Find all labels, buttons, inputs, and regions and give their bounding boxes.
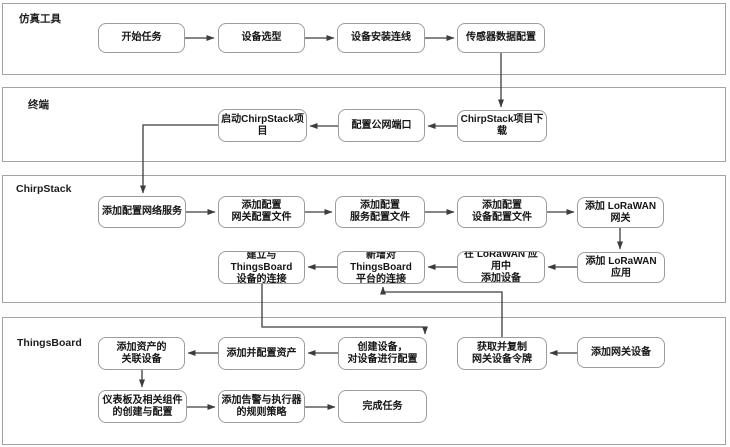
node-start-task: 开始任务 xyxy=(98,23,185,53)
node-add-lorawan-gateway: 添加 LoRaWAN 网关 xyxy=(577,197,664,228)
node-add-network-service: 添加配置网络服务 xyxy=(98,196,186,228)
lane-label-chirpstack: ChirpStack xyxy=(16,183,72,195)
lane-label-terminal: 终端 xyxy=(28,99,49,111)
node-alarm-rules: 添加告警与执行器 的规则策略 xyxy=(218,390,305,423)
node-add-configure-asset: 添加并配置资产 xyxy=(218,337,305,370)
node-add-gateway-config-file: 添加配置 网关配置文件 xyxy=(218,196,305,228)
node-config-public-port: 配置公网端口 xyxy=(338,109,425,142)
node-sensor-data-config: 传感器数据配置 xyxy=(457,23,545,53)
node-add-device-config-file: 添加配置 设备配置文件 xyxy=(457,196,547,228)
node-device-wiring: 设备安装连线 xyxy=(337,23,425,53)
node-dashboard-setup: 仪表板及相关组件 的创建与配置 xyxy=(98,390,187,423)
node-add-gateway-device: 添加网关设备 xyxy=(577,337,665,368)
node-chirpstack-download: ChirpStack项目下载 xyxy=(457,110,547,142)
node-add-asset-devices: 添加资产的 关联设备 xyxy=(98,337,185,370)
node-add-lorawan-app: 添加 LoRaWAN 应用 xyxy=(577,252,665,283)
node-get-gateway-token: 获取并复制 网关设备令牌 xyxy=(457,337,547,370)
node-device-selection: 设备选型 xyxy=(218,23,305,53)
node-complete-task: 完成任务 xyxy=(338,390,427,423)
node-add-device-in-lorawan-app: 在 LoRaWAN 应用中 添加设备 xyxy=(457,251,545,283)
node-add-service-config-file: 添加配置 服务配置文件 xyxy=(335,196,425,228)
node-new-tb-connection: 新增对ThingsBoard 平台的连接 xyxy=(337,251,425,284)
lane-label-simulation-tool: 仿真工具 xyxy=(19,13,61,25)
lane-terminal: 终端 xyxy=(2,87,726,162)
node-establish-tb-device-connection: 建立与ThingsBoard 设备的连接 xyxy=(218,251,305,284)
node-create-device-configure: 创建设备， 对设备进行配置 xyxy=(338,337,427,370)
lane-label-thingsboard: ThingsBoard xyxy=(17,337,82,349)
node-launch-chirpstack: 启动ChirpStack项目 xyxy=(218,109,307,142)
